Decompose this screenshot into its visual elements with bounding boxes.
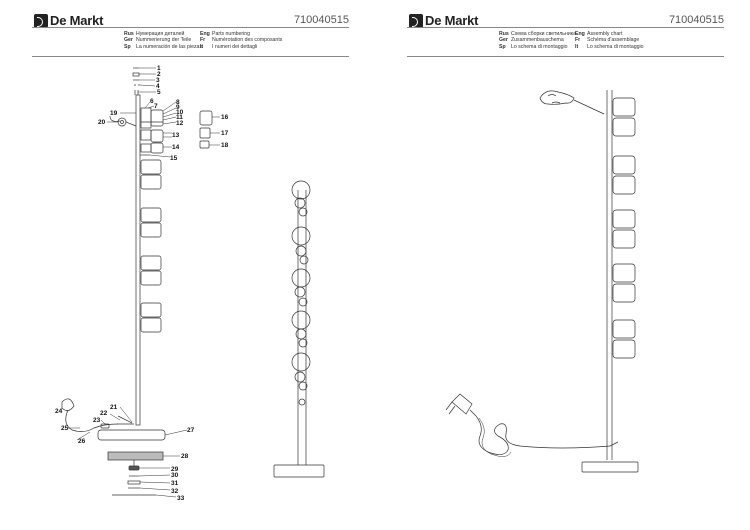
glass-shade-part — [199, 110, 213, 126]
part-label: 29 — [171, 466, 179, 473]
brand-name: De Markt — [425, 13, 479, 28]
brand-logo: De Markt — [34, 13, 104, 28]
document-code: 710040515 — [668, 14, 724, 26]
document-code: 710040515 — [293, 14, 349, 26]
header-divider — [32, 27, 349, 28]
part-number-labels: 1 2 3 4 5 6 7 8 9 10 11 12 13 14 15 16 1… — [55, 65, 229, 502]
part-label: 5 — [157, 89, 161, 96]
assembly-chart-drawing — [445, 90, 639, 473]
part-label: 25 — [61, 425, 69, 432]
part-label: 3 — [156, 77, 160, 84]
part-label: 9 — [176, 104, 180, 111]
part-label: 8 — [176, 99, 180, 106]
part-label: 17 — [221, 130, 229, 137]
header-divider — [407, 27, 724, 28]
pole-part — [135, 94, 141, 426]
legend-divider — [407, 56, 724, 57]
part-label: 28 — [181, 453, 189, 460]
brand-logo-icon — [34, 13, 48, 28]
brand-logo-icon — [409, 13, 423, 28]
part-label: 1 — [157, 65, 161, 72]
top-mount-detail — [109, 107, 164, 156]
cap-part — [199, 140, 210, 149]
part-label: 13 — [172, 132, 180, 139]
legend-divider — [32, 56, 349, 57]
part-label: 32 — [171, 488, 179, 495]
part-label: 7 — [154, 103, 158, 110]
part-label: 14 — [172, 144, 180, 151]
power-plug-icon — [445, 393, 477, 417]
part-label: 30 — [171, 472, 179, 479]
part-label: 10 — [176, 109, 184, 116]
part-label: 21 — [110, 404, 118, 411]
hand-screwdriver-icon — [539, 90, 605, 115]
part-label: 12 — [176, 120, 184, 127]
base-parts — [97, 429, 166, 496]
part-label: 15 — [170, 155, 178, 162]
cable-and-switch — [61, 398, 134, 432]
socket-part — [199, 127, 211, 139]
brand-name: De Markt — [50, 13, 104, 28]
part-label: 19 — [110, 110, 118, 117]
power-cable — [475, 415, 619, 455]
assembled-lamp-drawing — [273, 180, 325, 478]
part-label: 31 — [171, 480, 179, 487]
part-label: 18 — [221, 142, 229, 149]
part-label: 23 — [93, 417, 101, 424]
top-small-parts — [132, 67, 140, 95]
part-label: 20 — [98, 119, 106, 126]
part-label: 27 — [187, 427, 195, 434]
brand-logo: De Markt — [409, 13, 479, 28]
wire-connector-part — [117, 117, 127, 127]
shade-set — [140, 159, 162, 333]
part-label: 4 — [156, 83, 160, 90]
part-label: 26 — [78, 438, 86, 445]
part-label: 2 — [157, 71, 161, 78]
part-label: 6 — [150, 98, 154, 105]
part-label: 11 — [176, 114, 183, 121]
part-label: 22 — [100, 410, 108, 417]
exploded-lamp-diagram — [61, 67, 220, 498]
part-label: 33 — [177, 495, 185, 502]
part-label: 16 — [221, 114, 229, 121]
leader-lines — [65, 67, 220, 498]
part-label: 24 — [55, 408, 63, 415]
